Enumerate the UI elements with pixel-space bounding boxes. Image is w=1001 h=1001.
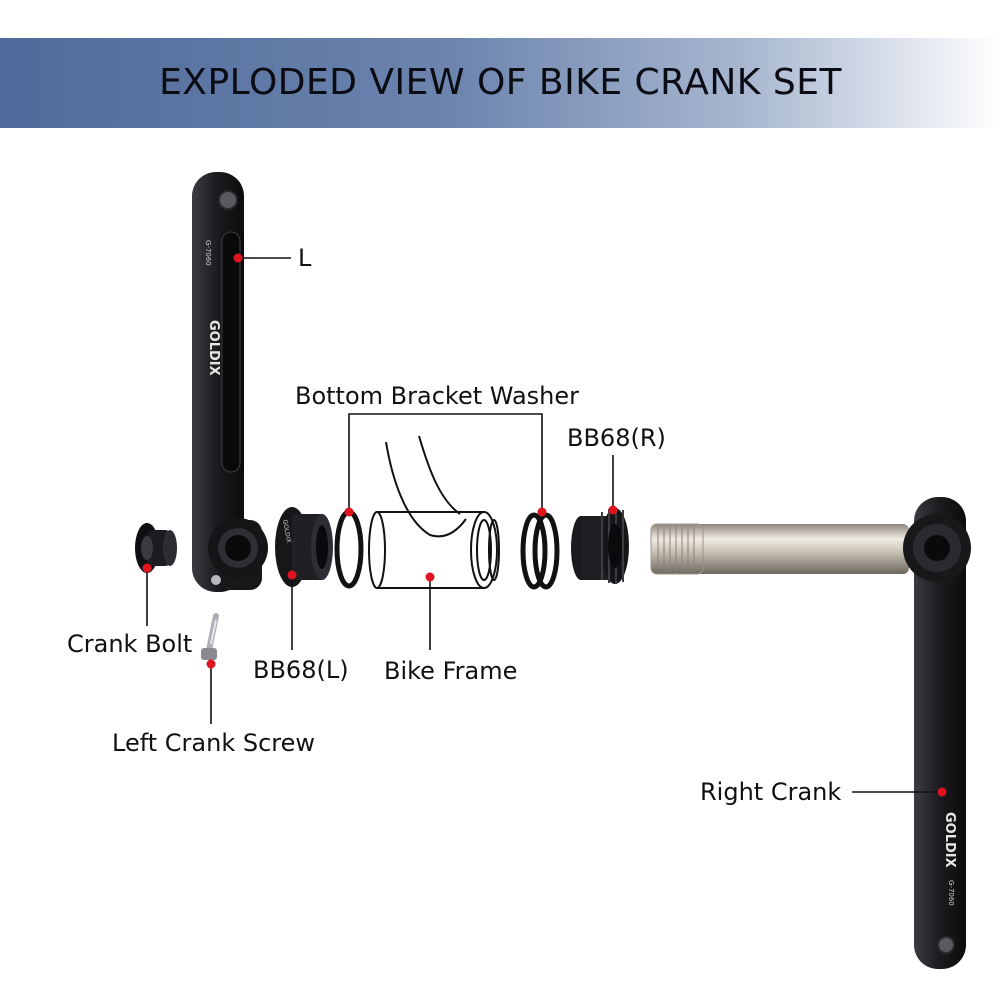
marker-right-crank <box>937 787 947 797</box>
svg-text:GOLDIX: GOLDIX <box>281 519 292 543</box>
right-crank-arm: GOLDIX G-7060 <box>903 497 971 969</box>
spindle-axle-part <box>650 523 909 575</box>
crank-bolt-part <box>135 523 177 573</box>
label-left-crank: L <box>298 244 312 272</box>
bike-frame-part <box>368 435 500 589</box>
label-crank-bolt: Crank Bolt <box>67 630 193 658</box>
marker-left-crank <box>233 253 243 263</box>
marker-left-crank-screw <box>206 659 216 669</box>
label-bike-frame: Bike Frame <box>384 657 518 685</box>
marker-bike-frame <box>425 572 435 582</box>
left-crank-screw-part <box>201 613 219 660</box>
marker-bb68-right <box>608 505 618 515</box>
marker-crank-bolt <box>142 563 152 573</box>
leader-lines <box>146 257 940 793</box>
bb68-left-part: GOLDIX <box>275 507 333 587</box>
marker-washer-right <box>537 507 547 517</box>
brand-logo-right: GOLDIX <box>942 812 957 868</box>
label-right-crank: Right Crank <box>700 778 842 806</box>
brand-logo-left: GOLDIX <box>206 320 221 376</box>
marker-washer-left <box>344 507 354 517</box>
label-left-crank-screw: Left Crank Screw <box>112 729 316 757</box>
bottom-bracket-washer-right <box>520 512 560 590</box>
label-bottom-bracket-washer: Bottom Bracket Washer <box>295 382 579 410</box>
bottom-bracket-washer-left <box>334 509 364 589</box>
page-title: EXPLODED VIEW OF BIKE CRANK SET <box>159 62 842 103</box>
label-bb68-right: BB68(R) <box>567 424 666 452</box>
model-mark-left: G-7060 <box>204 240 212 266</box>
red-markers <box>142 253 947 797</box>
left-crank-arm: GOLDIX G-7060 <box>192 172 268 592</box>
title-banner: EXPLODED VIEW OF BIKE CRANK SET <box>0 38 1001 128</box>
bb68-right-part <box>571 508 629 584</box>
label-bb68-left: BB68(L) <box>253 656 349 684</box>
model-mark-right: G-7060 <box>947 880 955 906</box>
marker-bb68-left <box>287 570 297 580</box>
